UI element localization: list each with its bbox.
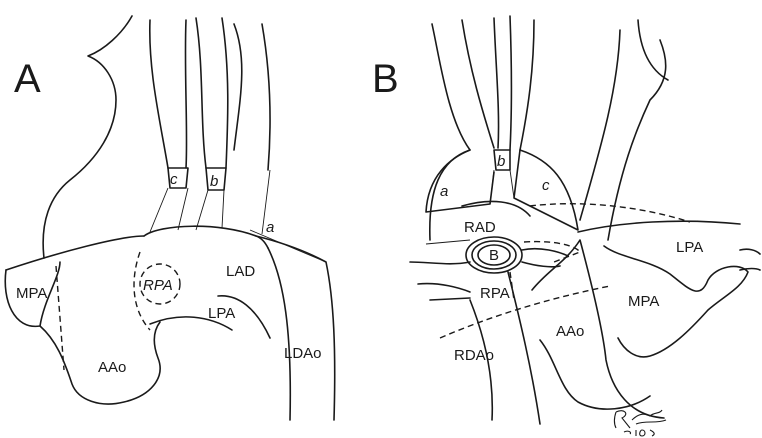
panel-b-left-stubs [410,262,470,300]
panel-a-descending-aorta [268,248,290,420]
panel-a-label-lad: LAD [226,263,255,280]
panel-b-dash-top [530,204,690,222]
panel-a-branch-b [196,18,228,168]
panel-b-aao-base [540,340,650,409]
panel-a-label-lpa: LPA [208,305,235,322]
panel-b-label-rad: RAD [464,219,496,236]
panel-a-label-c: c [170,171,178,188]
panel-b-label-b-small: b [497,153,505,170]
panel-b-right-stub [740,249,760,270]
panel-a-label-aao: AAo [98,359,126,376]
panel-b-branch-b [462,16,534,150]
panel-a-arch-left-wall [43,16,132,258]
panel-b-branch-right [580,30,666,240]
panel-a-arch-body [6,236,335,420]
panel-b-label-b-ring: B [489,247,499,264]
panel-a-branch-c [150,20,187,168]
panel-a-branch-a [234,24,270,170]
panel-b: B b a c RAD B [372,16,760,436]
panel-b-dash-vert [510,272,514,300]
panel-a-label-b: b [210,173,218,190]
panel-a-label-ldao: LDAo [284,345,322,362]
panel-b-lpa-line [578,221,740,232]
panel-b-ring-band [522,249,568,267]
panel-b-label-aao: AAo [556,323,584,340]
panel-b-rad-top [462,201,530,216]
artist-signature [615,410,667,436]
panel-b-label-rdao: RDAo [454,347,494,364]
panel-a: A c b a RPA MPA LAD L [5,16,334,420]
panel-b-label-a: a [440,183,448,200]
panel-a-label-mpa: MPA [16,285,47,302]
panel-a-label-rpa: RPA [143,277,173,294]
panel-a-label-a: a [266,219,274,236]
panel-a-letter: A [14,57,41,101]
panel-b-mpa-body [604,246,748,357]
panel-a-arch-bump [144,226,268,248]
panel-b-label-lpa: LPA [676,239,703,256]
panel-b-region-a [426,150,494,212]
panel-b-label-rpa: RPA [480,285,510,302]
panel-b-dash-low [440,286,610,338]
panel-b-letter: B [372,57,399,101]
panel-b-label-mpa: MPA [628,293,659,310]
panel-b-label-c: c [542,177,550,194]
